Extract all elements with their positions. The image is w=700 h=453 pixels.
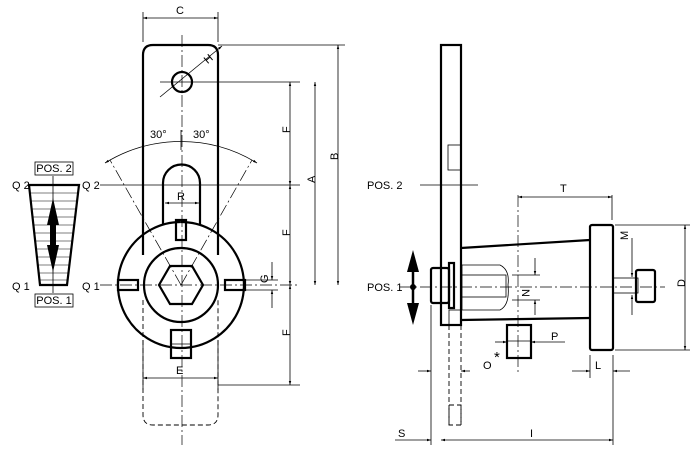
position-indicator: POS. 2 POS. 1 Q 2 Q 2 Q 1 Q 1: [12, 161, 100, 308]
dim-g-label: G: [259, 274, 271, 283]
double-arrow-icon: [407, 250, 419, 325]
dim-h-label: H: [202, 52, 216, 66]
dim-o-label: O: [483, 360, 492, 372]
dim-s-label: S: [398, 428, 405, 440]
indicator-pos2-label: POS. 2: [36, 163, 71, 175]
dim-n-label: N: [519, 289, 531, 297]
dim-t-label: T: [560, 183, 567, 195]
front-view: 30° 30° C H R F F F A B G E: [100, 5, 345, 445]
q1-left-label: Q 1: [12, 281, 30, 293]
dim-d-label: D: [676, 279, 688, 287]
dim-l-label: L: [595, 360, 601, 372]
q2-left-label: Q 2: [12, 180, 30, 192]
dim-m-label: M: [619, 231, 631, 240]
side-pos1-label: POS. 1: [367, 282, 402, 294]
dim-a-label: A: [306, 175, 318, 183]
side-view: POS. 2 POS. 1 T D M N P O *: [367, 43, 690, 445]
dim-i-label: I: [530, 428, 533, 440]
dim-f3-label: F: [281, 329, 293, 336]
dim-f1-label: F: [281, 126, 293, 133]
double-arrow-icon: [47, 198, 59, 272]
indicator-pos1-label: POS. 1: [36, 295, 71, 307]
dim-p-label: P: [551, 331, 558, 343]
dim-e-label: E: [176, 365, 183, 377]
dim-c-label: C: [176, 5, 184, 17]
q1-right-label: Q 1: [82, 281, 100, 293]
q2-right-label: Q 2: [82, 180, 100, 192]
note-star: *: [494, 349, 500, 366]
dim-f2-label: F: [281, 229, 293, 236]
angle-left-label: 30°: [150, 129, 167, 141]
angle-right-label: 30°: [193, 129, 210, 141]
dim-r-label: R: [177, 191, 185, 203]
side-pos2-label: POS. 2: [367, 180, 402, 192]
dim-b-label: B: [329, 153, 341, 160]
